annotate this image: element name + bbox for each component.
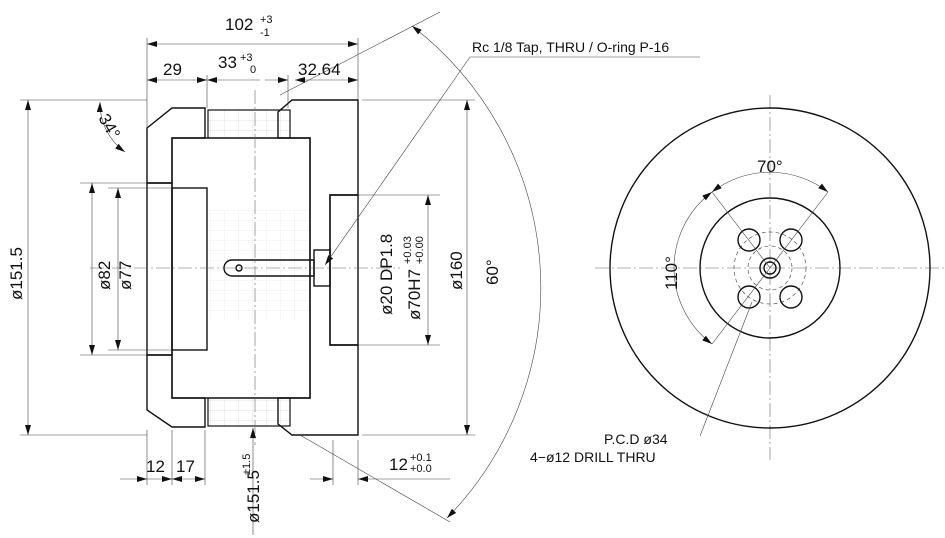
bore-lower: +0.00 <box>414 236 426 264</box>
dim-33-lower: 0 <box>250 64 256 76</box>
tap-hole <box>223 259 315 277</box>
tap-note: Rc 1/8 Tap, THRU / O-ring P-16 <box>472 39 669 55</box>
bore-upper: +0.03 <box>402 236 414 264</box>
dia-82: ø82 <box>95 261 114 290</box>
right-recess <box>329 194 359 346</box>
dia-151-5: ø151.5 <box>7 247 26 300</box>
section-view: 102 +3 -1 29 33 +3 0 32.64 34° ø151.5 ø8… <box>7 11 700 535</box>
drill-hole <box>779 228 803 252</box>
dia-160: ø160 <box>447 251 466 290</box>
outer-circle <box>609 107 931 429</box>
left-flange <box>146 107 206 428</box>
angle-70: 70° <box>757 157 783 176</box>
depth-12-upper: +0.1 <box>410 452 432 464</box>
front-view: 70° 110° P.C.D ø34 4−ø12 DRILL THRU <box>530 95 945 465</box>
depth-12-lower: +0.0 <box>410 463 432 475</box>
left-recess <box>171 187 208 351</box>
inner-circle <box>699 197 841 339</box>
pcd-note: P.C.D ø34 <box>604 431 668 447</box>
angle-60: 60° <box>483 259 502 285</box>
inner-grid <box>208 210 308 320</box>
dia-77: ø77 <box>116 261 135 290</box>
overall-length-upper: +3 <box>260 14 273 26</box>
pcd-circle <box>733 231 807 305</box>
drill-note: 4−ø12 DRILL THRU <box>530 449 656 465</box>
chamfer-angle: 34° <box>95 111 124 143</box>
overall-length-label: 102 <box>225 15 253 34</box>
dia-151-5-tol: ø151.5 <box>244 470 263 523</box>
drill-hole <box>737 228 761 252</box>
dim-32-64: 32.64 <box>298 60 341 79</box>
core-grid <box>207 109 291 139</box>
depth-12: 12 <box>389 455 408 474</box>
dim-29: 29 <box>163 60 182 79</box>
bore-label: ø70H7 <box>405 269 424 320</box>
angle-110: 110° <box>662 256 681 290</box>
core-grid-bottom <box>207 397 291 427</box>
overall-length-lower: -1 <box>260 27 270 39</box>
left-bore <box>146 182 173 356</box>
dim-12: 12 <box>146 457 165 476</box>
dim-33: 33 <box>218 53 237 72</box>
center-hole <box>759 257 781 279</box>
dimension-lines <box>20 11 700 535</box>
dia-151-5-tolerance: ±1.5 <box>241 454 253 475</box>
dim-17: 17 <box>176 457 195 476</box>
drill-hole <box>779 285 803 309</box>
drill-hole <box>737 285 761 309</box>
dim-33-upper: +3 <box>240 52 253 64</box>
counterbore-label: ø20 DP1.8 <box>377 234 396 315</box>
